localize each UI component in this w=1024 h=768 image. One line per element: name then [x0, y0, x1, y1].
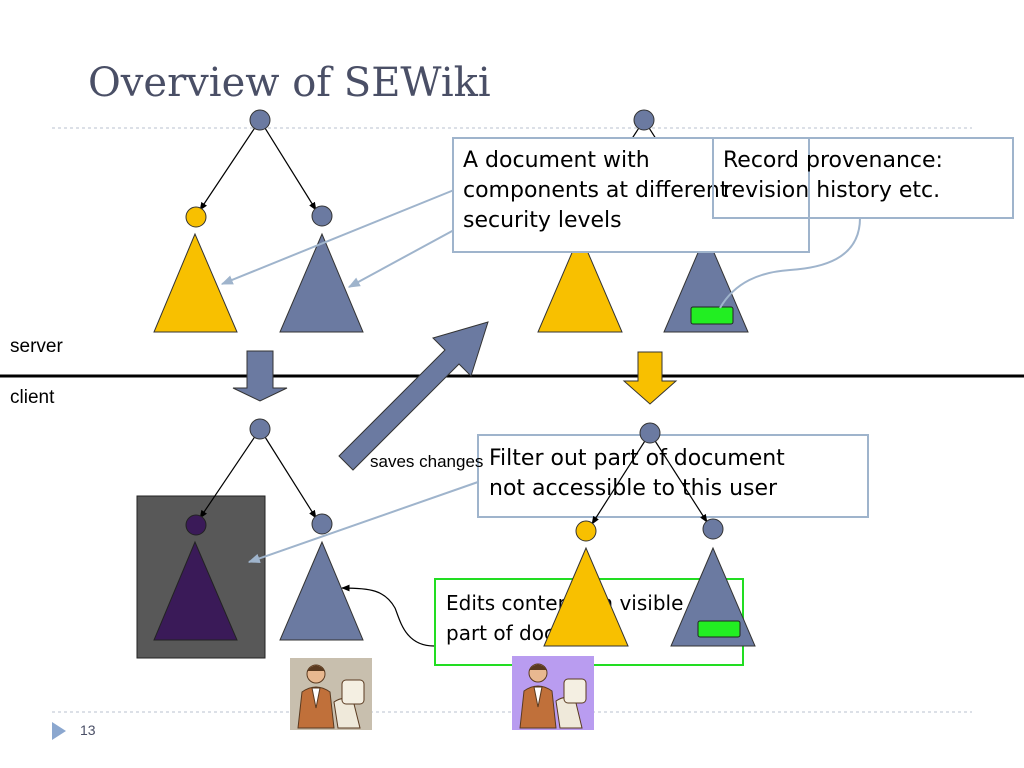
footer-triangle-icon [52, 722, 66, 740]
root-node [633, 109, 655, 131]
yellow-node [185, 206, 207, 228]
client-label: client [10, 387, 55, 408]
callout-line: Record provenance: [723, 148, 943, 173]
slate-triangle [279, 232, 364, 333]
yellow-node [575, 520, 597, 542]
callout-line: revision history etc. [723, 178, 941, 203]
slate-node [311, 205, 333, 227]
callout-line: components at different [463, 178, 729, 203]
hidden-node [185, 514, 207, 536]
callout-provenance: Record provenance: revision history etc. [712, 137, 1014, 219]
root-node [639, 422, 661, 444]
server-label: server [10, 336, 63, 357]
hidden-triangle [153, 540, 238, 641]
page-number: 13 [80, 722, 96, 738]
saves-changes-label: saves changes [370, 452, 484, 471]
download-arrow-left [232, 350, 288, 402]
callout-line: security levels [463, 208, 622, 233]
provenance-marker [690, 306, 734, 325]
tree-server-left [153, 109, 364, 333]
tree-client-left [153, 418, 364, 641]
callout-line: Filter out part of document [489, 446, 785, 471]
saves-changes-arrow [338, 321, 489, 471]
yellow-triangle [153, 232, 238, 333]
slide-title: Overview of SEWiki [88, 60, 491, 106]
callout-filter: Filter out part of document not accessib… [477, 434, 869, 518]
root-node [249, 109, 271, 131]
provenance-marker [697, 620, 741, 638]
yellow-triangle [537, 232, 623, 333]
filter-arrow-right [622, 351, 678, 405]
root-node [249, 418, 271, 440]
tree-client-right [591, 432, 708, 525]
yellow-triangle [543, 546, 629, 647]
slate-node [702, 518, 724, 540]
slate-node [311, 513, 333, 535]
user-clipart-left [290, 658, 372, 730]
callout-document: A document with components at different … [452, 137, 810, 253]
callout-line: not accessible to this user [489, 476, 778, 501]
user-clipart-right [512, 656, 594, 730]
callout-line: A document with [463, 148, 650, 173]
